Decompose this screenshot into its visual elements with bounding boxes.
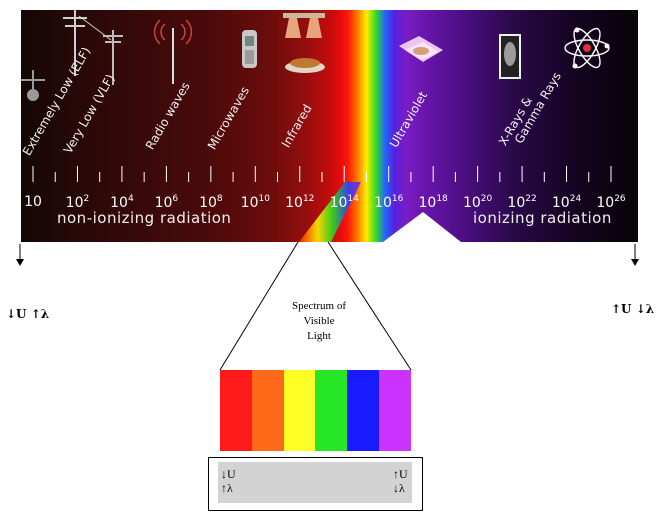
mobile-phone-icon (242, 30, 257, 68)
scale-label: 108 (199, 194, 223, 211)
color-band-green (315, 370, 348, 451)
scale-label: 10 (24, 194, 42, 210)
scale-label: 1012 (285, 194, 315, 211)
color-band-orange (251, 370, 284, 451)
left-energy-wavelength-label: ↓U ↑λ (6, 307, 50, 321)
funnel-line-right (327, 241, 412, 371)
color-band-violet (379, 370, 411, 451)
energy-wavelength-legend: ↓U ↑λ ↑U ↓λ (208, 457, 423, 511)
right-energy-wavelength-label: ↑U ↓λ (611, 302, 655, 316)
tanning-bed-icon (399, 36, 443, 62)
visible-wedge (299, 182, 361, 242)
scale-label: 1020 (462, 194, 493, 211)
spectrum-artwork (21, 10, 612, 242)
legend-right-top: ↑U (393, 467, 408, 481)
x-ray-icon (499, 34, 521, 79)
right-arrow-icon (631, 244, 639, 266)
visible-title-line: Spectrum of (291, 300, 347, 312)
visible-spectrum-title: Spectrum of Visible Light (272, 299, 366, 344)
transformer-icon (21, 70, 45, 101)
scale-label: 1010 (240, 194, 270, 211)
visible-color-strip (220, 370, 411, 451)
funnel-line-left (219, 241, 299, 371)
scale-label: 102 (65, 194, 90, 211)
legend-right-bottom: ↓λ (393, 481, 405, 495)
non-ionizing-label: non-ionizing radiation (57, 209, 232, 227)
power-pole-icon (63, 10, 112, 76)
scale-label: 104 (110, 194, 134, 211)
color-band-blue (347, 370, 380, 451)
scale-label: 1024 (551, 194, 582, 211)
visible-title-line: Light (307, 330, 331, 342)
legend-left-bottom: ↑λ (221, 481, 233, 495)
scale-label: 1014 (329, 194, 359, 211)
scale-label: 1016 (374, 194, 404, 211)
heat-lamp-icon (283, 13, 325, 73)
legend-left-top: ↓U (221, 467, 236, 481)
legend-inner: ↓U ↑λ ↑U ↓λ (218, 462, 412, 503)
color-band-yellow (283, 370, 316, 451)
power-pole-icon (103, 30, 123, 85)
visible-title-line: Visible (303, 315, 335, 327)
spectrum-banner: Extremely Low (ELF) Very Low (VLF) Radio… (21, 10, 638, 242)
scale-label: 1026 (596, 194, 626, 211)
color-band-red (220, 370, 252, 451)
ionizing-label: ionizing radiation (473, 209, 612, 227)
scale-label: 106 (154, 194, 179, 211)
atom-icon (564, 27, 610, 69)
left-arrow-icon (16, 244, 24, 266)
notch-triangle (383, 212, 461, 242)
scale-label: 1018 (418, 194, 448, 211)
radio-tower-icon (153, 19, 193, 84)
scale-label: 1022 (507, 194, 537, 211)
